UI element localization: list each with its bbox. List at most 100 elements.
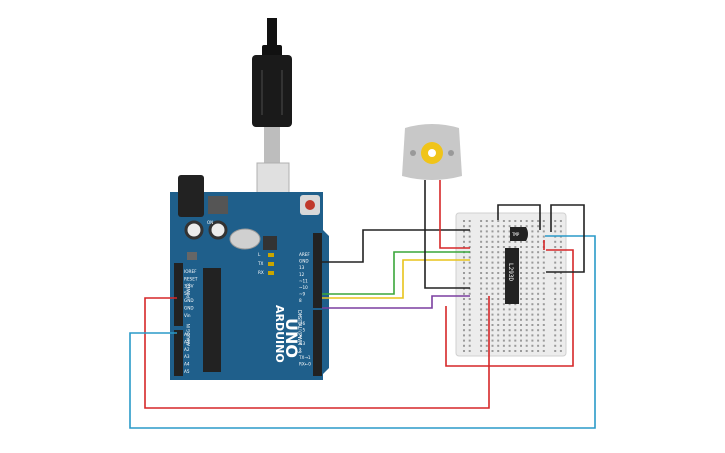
breadboard-hole [485, 344, 488, 347]
breadboard-hole [468, 324, 471, 326]
breadboard-hole [542, 298, 545, 300]
breadboard-hole [520, 344, 522, 347]
breadboard-hole [537, 261, 540, 264]
breadboard-hole [542, 282, 545, 285]
breadboard-hole [559, 329, 562, 332]
board-name: UNO [282, 318, 301, 358]
breadboard-hole [554, 251, 557, 254]
breadboard-hole [491, 277, 494, 280]
breadboard-hole [514, 329, 517, 332]
breadboard-hole [520, 329, 522, 332]
digital-pin-label: 12 [299, 272, 305, 277]
breadboard-hole [508, 339, 511, 342]
breadboard-hole [542, 235, 545, 238]
breadboard-hole [514, 246, 517, 248]
breadboard-hole [468, 334, 471, 337]
breadboard-hole [468, 318, 471, 321]
breadboard-hole [520, 277, 522, 280]
breadboard-hole [520, 334, 522, 337]
breadboard-hole [480, 329, 483, 332]
digital-pin-label: ~3 [299, 341, 306, 346]
breadboard-hole [491, 282, 494, 285]
breadboard-hole [485, 350, 488, 352]
breadboard-hole [559, 292, 562, 295]
breadboard-hole [520, 313, 522, 316]
breadboard-hole [531, 240, 534, 243]
breadboard-hole [514, 318, 517, 321]
breadboard-hole [537, 334, 540, 337]
breadboard-hole [480, 230, 483, 233]
breadboard-hole [525, 272, 528, 274]
breadboard-hole [480, 308, 483, 311]
breadboard-hole [520, 287, 522, 290]
breadboard-hole [537, 344, 540, 347]
breadboard-hole [542, 225, 545, 228]
breadboard-hole [485, 266, 488, 269]
breadboard-hole [559, 240, 562, 243]
breadboard-hole [485, 225, 488, 228]
breadboard-hole [485, 261, 488, 264]
breadboard-hole [520, 246, 522, 248]
breadboard-hole [531, 277, 534, 280]
breadboard-hole [525, 318, 528, 321]
breadboard-hole [542, 329, 545, 332]
breadboard-hole [542, 230, 545, 233]
breadboard-hole [559, 261, 562, 264]
breadboard-hole [537, 350, 540, 352]
breadboard-hole [537, 339, 540, 342]
breadboard-hole [502, 298, 505, 300]
breadboard-hole [497, 235, 500, 238]
wire-purple [322, 295, 470, 309]
breadboard-hole [480, 225, 483, 228]
analog-pin-label: A1 [184, 339, 190, 344]
breadboard-hole [525, 298, 528, 300]
breadboard-hole [508, 324, 511, 326]
breadboard-hole [485, 277, 488, 280]
breadboard-hole [502, 292, 505, 295]
breadboard-hole [525, 339, 528, 342]
breadboard-hole [480, 339, 483, 342]
breadboard-hole [502, 334, 505, 337]
breadboard-hole [537, 220, 540, 222]
breadboard-hole [520, 292, 522, 295]
breadboard-hole [554, 334, 557, 337]
breadboard-hole [468, 266, 471, 269]
breadboard-hole [502, 308, 505, 311]
breadboard-hole [497, 292, 500, 295]
breadboard-hole [497, 339, 500, 342]
breadboard-hole [502, 282, 505, 285]
breadboard-hole [542, 266, 545, 269]
breadboard-hole [554, 272, 557, 274]
arduino-brand: ARDUINO [273, 305, 286, 363]
breadboard-hole [485, 324, 488, 326]
breadboard-hole [468, 350, 471, 352]
breadboard-hole [520, 261, 522, 264]
breadboard-hole [468, 220, 471, 222]
breadboard-hole [554, 282, 557, 285]
breadboard-hole [531, 266, 534, 269]
breadboard-hole [480, 287, 483, 290]
breadboard-hole [520, 220, 522, 222]
breadboard-hole [463, 261, 465, 264]
breadboard-hole [491, 272, 494, 274]
breadboard-hole [531, 298, 534, 300]
breadboard-hole [463, 220, 465, 222]
led-label: L [258, 252, 261, 257]
breadboard-hole [491, 261, 494, 264]
breadboard-hole [468, 339, 471, 342]
breadboard-hole [468, 240, 471, 243]
digital-header-top [313, 233, 322, 308]
digital-pin-label: ~9 [299, 292, 306, 297]
breadboard-hole [542, 313, 545, 316]
breadboard-hole [491, 266, 494, 269]
breadboard-hole [497, 251, 500, 254]
breadboard-hole [502, 256, 505, 259]
breadboard-hole [514, 344, 517, 347]
breadboard-hole [537, 256, 540, 259]
breadboard-hole [497, 266, 500, 269]
breadboard-hole [554, 287, 557, 290]
breadboard-hole [485, 298, 488, 300]
led-label: TX [257, 261, 264, 266]
breadboard-hole [537, 266, 540, 269]
breadboard-hole [491, 240, 494, 243]
